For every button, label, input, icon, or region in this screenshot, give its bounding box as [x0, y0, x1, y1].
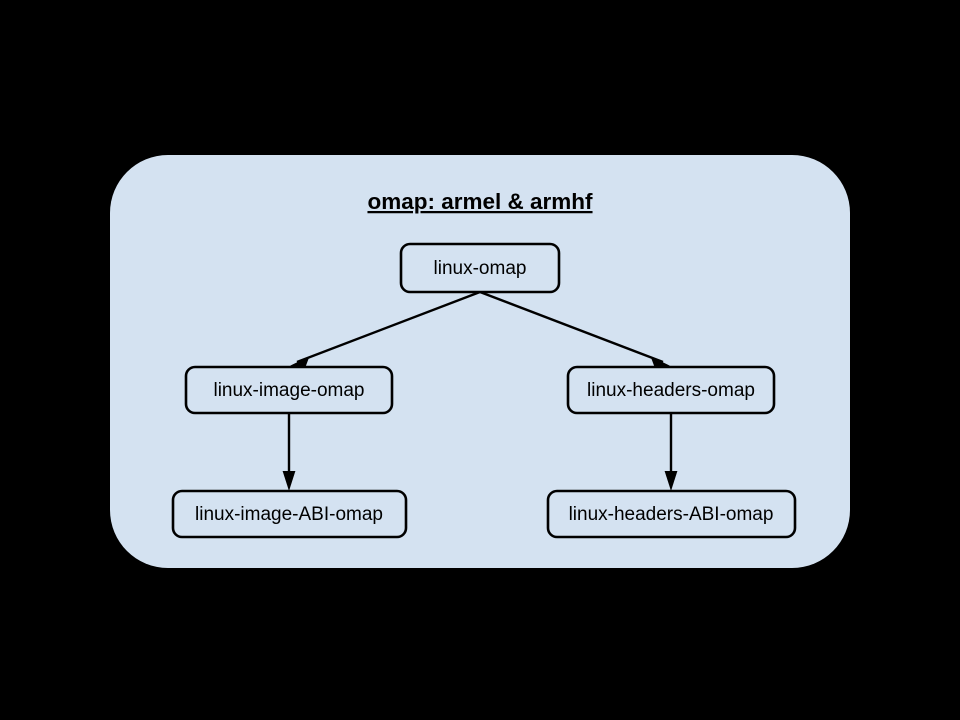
node-linux-image-abi-omap[interactable]: linux-image-ABI-omap	[171, 489, 408, 539]
node-label: linux-image-ABI-omap	[195, 504, 383, 525]
node-label: linux-omap	[434, 258, 527, 279]
node-box[interactable]	[399, 242, 561, 294]
node-linux-omap[interactable]: linux-omap	[399, 242, 561, 294]
node-box[interactable]	[171, 489, 408, 539]
node-label: linux-headers-ABI-omap	[569, 504, 774, 525]
node-box[interactable]	[566, 365, 776, 415]
panel-title: omap: armel & armhf	[367, 189, 593, 214]
edge-omap-to-image	[290, 290, 481, 369]
diagram-panel	[110, 155, 850, 568]
node-box[interactable]	[184, 365, 394, 415]
node-label: linux-headers-omap	[587, 380, 755, 401]
arrow-head-icon	[290, 356, 310, 369]
node-label: linux-image-omap	[213, 380, 364, 401]
edge-headers-to-headers-abi	[664, 414, 678, 491]
node-linux-image-omap[interactable]: linux-image-omap	[184, 365, 394, 415]
edge-image-to-image-abi	[282, 414, 296, 491]
arrow-head-icon	[282, 471, 296, 491]
node-linux-headers-abi-omap[interactable]: linux-headers-ABI-omap	[546, 489, 797, 539]
arrow-head-icon	[664, 471, 678, 491]
edge-omap-to-headers	[479, 290, 670, 369]
edge-line	[479, 290, 664, 364]
node-box[interactable]	[546, 489, 797, 539]
arrow-head-icon	[650, 356, 670, 369]
node-linux-headers-omap[interactable]: linux-headers-omap	[566, 365, 776, 415]
edge-line	[296, 290, 481, 364]
